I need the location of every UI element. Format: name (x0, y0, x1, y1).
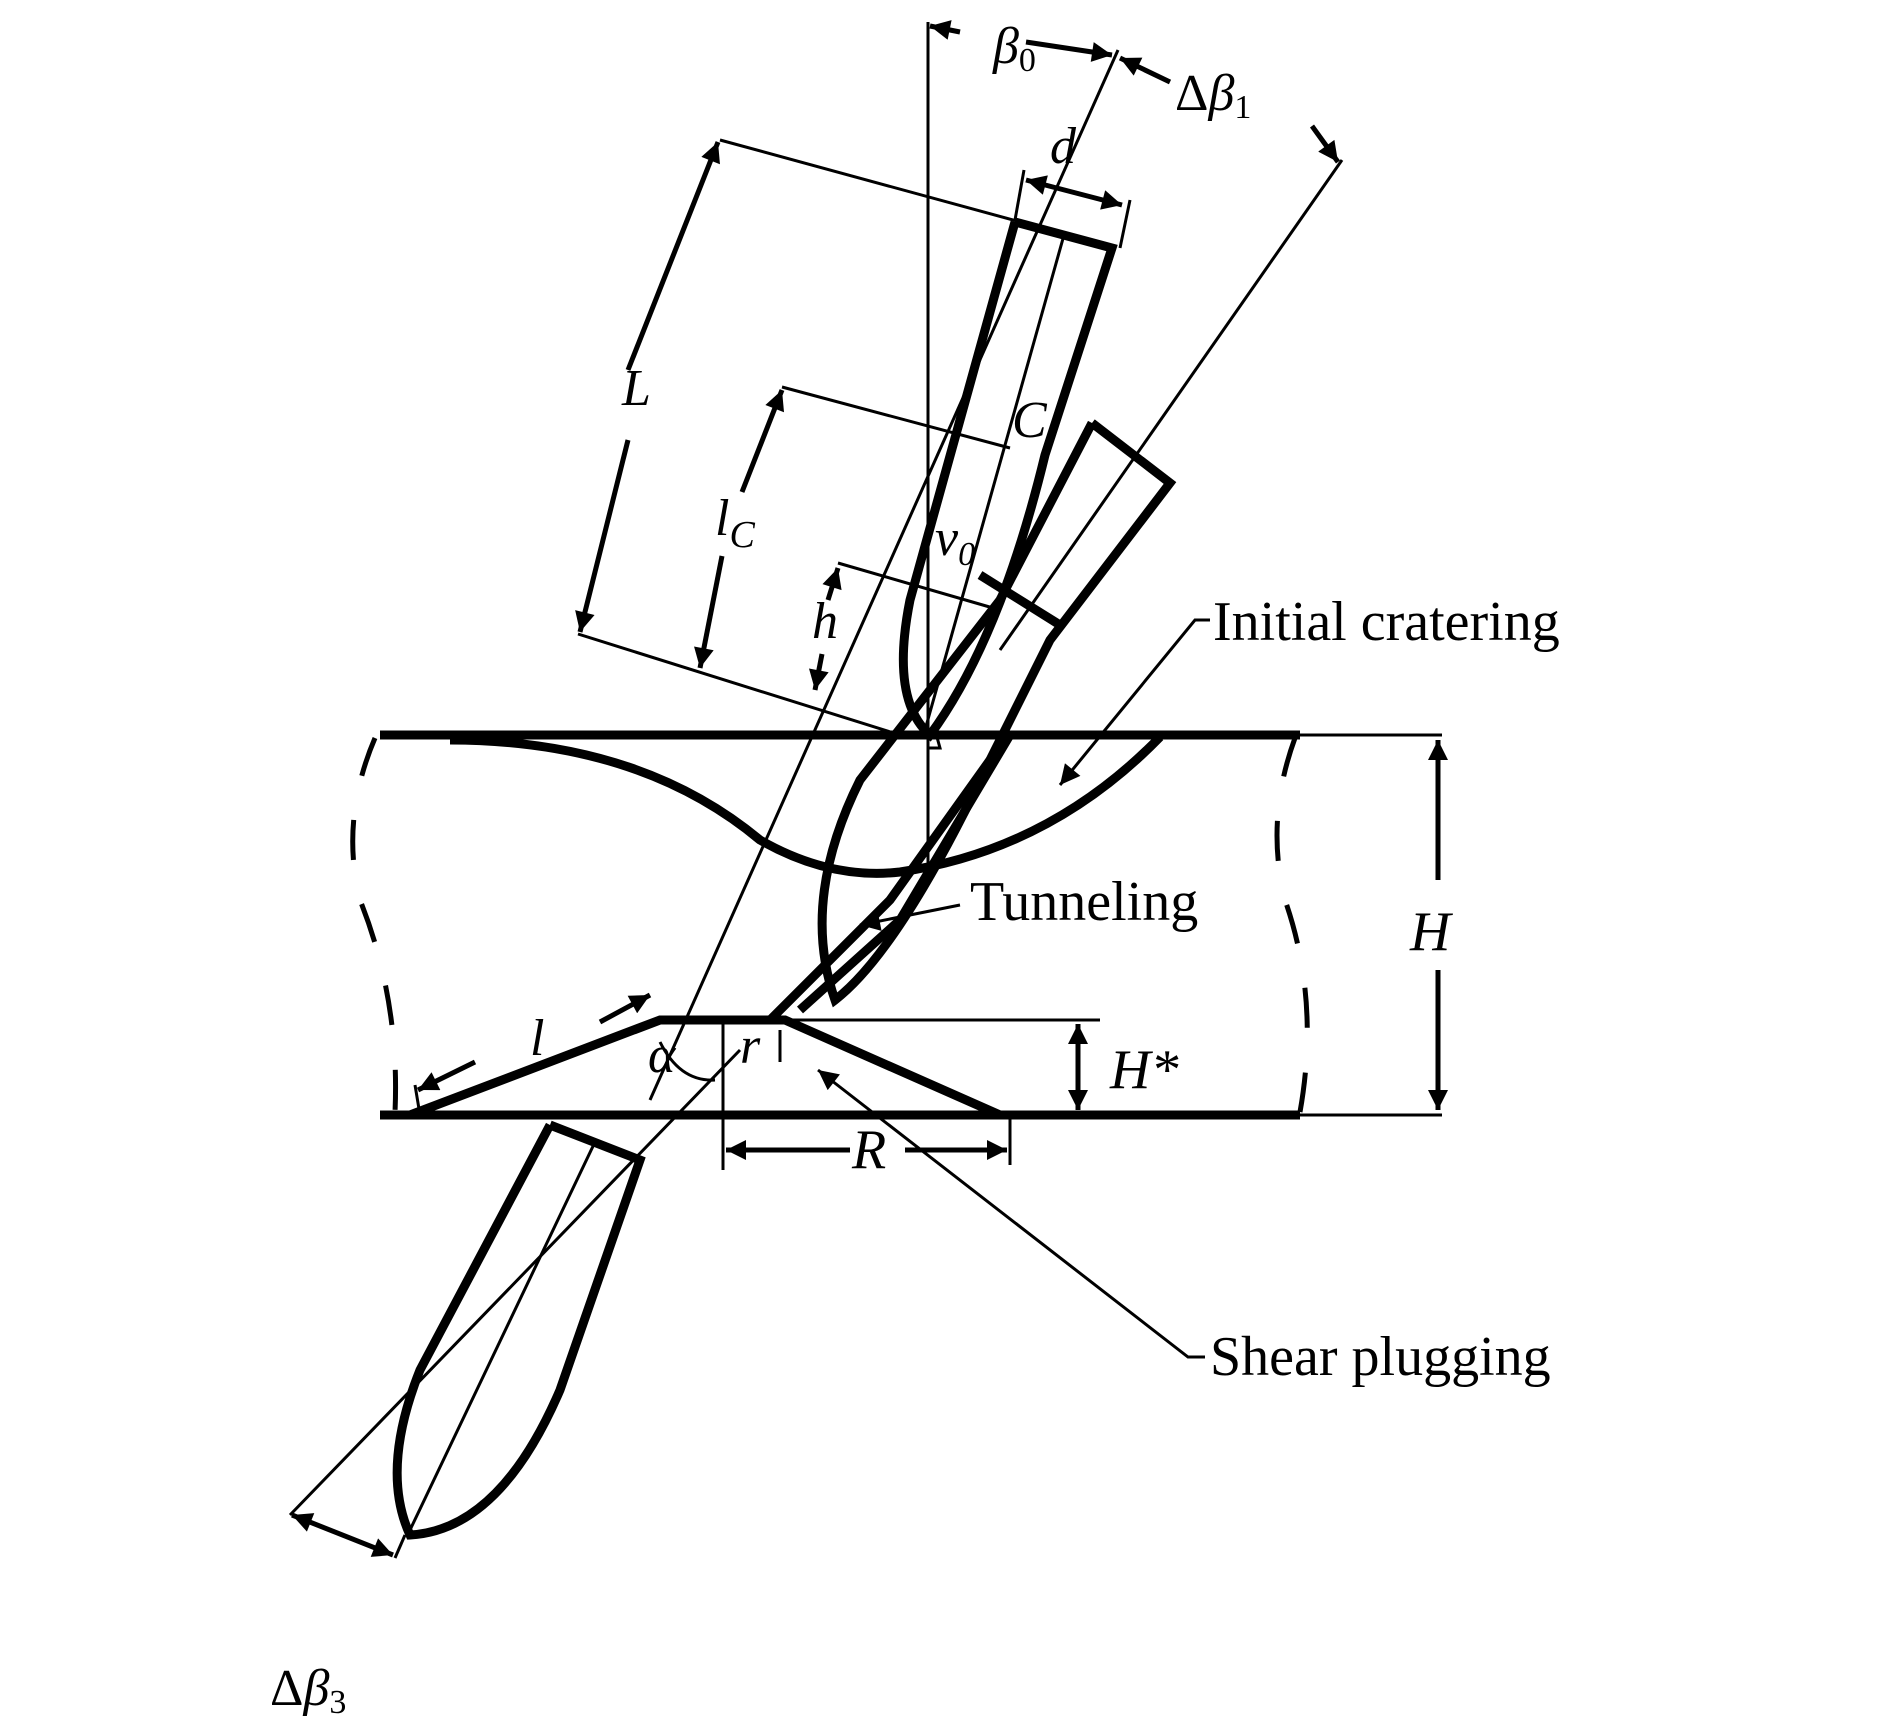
h-arrow-down (809, 653, 829, 691)
alpha-angle-arc (658, 1041, 716, 1082)
C-label: C (1012, 392, 1048, 449)
projectile-exit-body (392, 1120, 646, 1540)
beta0-arrow-left (929, 20, 961, 40)
shear-plugging-leader (817, 1068, 1205, 1359)
d-left-extension (1013, 169, 1026, 221)
r-label: r (740, 1018, 761, 1075)
projectile-initial-centerline (923, 234, 1066, 731)
lc-top-extension (781, 385, 1011, 450)
l-left-extension (413, 1084, 422, 1116)
l-arrow-down (416, 1059, 477, 1093)
d-arrow (1025, 175, 1123, 210)
delta-beta1-line (998, 159, 1344, 651)
projectile-initial-body (898, 217, 1118, 742)
delta-beta3-end-extension (393, 1534, 407, 1559)
beta0-label: β0 (992, 18, 1036, 79)
plate-left-dashed-edge (350, 737, 399, 1113)
delta-beta1-arrow-right (1309, 124, 1341, 164)
d-label: d (1050, 118, 1077, 175)
delta-beta3-label: Δβ3 (270, 1660, 346, 1721)
initial-crater-curve (449, 733, 1164, 878)
v0-label: v0 (935, 510, 975, 573)
initial-cratering-annotation: Initial cratering (1213, 591, 1560, 653)
h-label: h (812, 593, 838, 650)
lc-arrow-down (694, 555, 725, 669)
delta-beta3-arrow (291, 1512, 394, 1558)
l-arrow-up (598, 992, 652, 1025)
h-arrow-up (822, 567, 842, 601)
projectile-rotated-edge (977, 571, 1063, 629)
delta-beta3-line (288, 1048, 742, 1517)
l-label: l (530, 1010, 544, 1067)
h-top-extension (837, 561, 1001, 612)
shear-plugging-annotation: Shear plugging (1210, 1326, 1551, 1388)
plate-right-dashed-edge (1274, 737, 1310, 1113)
tunneling-leader (859, 903, 961, 931)
delta-beta1-label: Δβ1 (1175, 65, 1251, 126)
lc-arrow-up (739, 389, 785, 493)
tunnel-channel (766, 732, 1014, 1024)
L-arrow-down (575, 439, 631, 633)
tunneling-annotation: Tunneling (970, 871, 1198, 933)
R-label: R (851, 1119, 886, 1181)
Hstar-label: H* (1109, 1039, 1178, 1101)
L-arrow-up (625, 141, 721, 371)
initial-cratering-leader (1058, 618, 1210, 786)
H-label: H (1409, 901, 1453, 963)
delta-beta1-arrow-left (1118, 55, 1172, 85)
d-right-extension (1118, 199, 1132, 249)
beta0-arrow-right (1025, 39, 1113, 62)
alpha-label: α (648, 1027, 677, 1084)
lc-label: lC (715, 490, 755, 556)
shear-plug-cone (408, 1015, 1002, 1120)
projectile-exit-centerline (408, 1141, 597, 1531)
L-bottom-extension (577, 632, 901, 737)
L-label: L (621, 360, 651, 417)
